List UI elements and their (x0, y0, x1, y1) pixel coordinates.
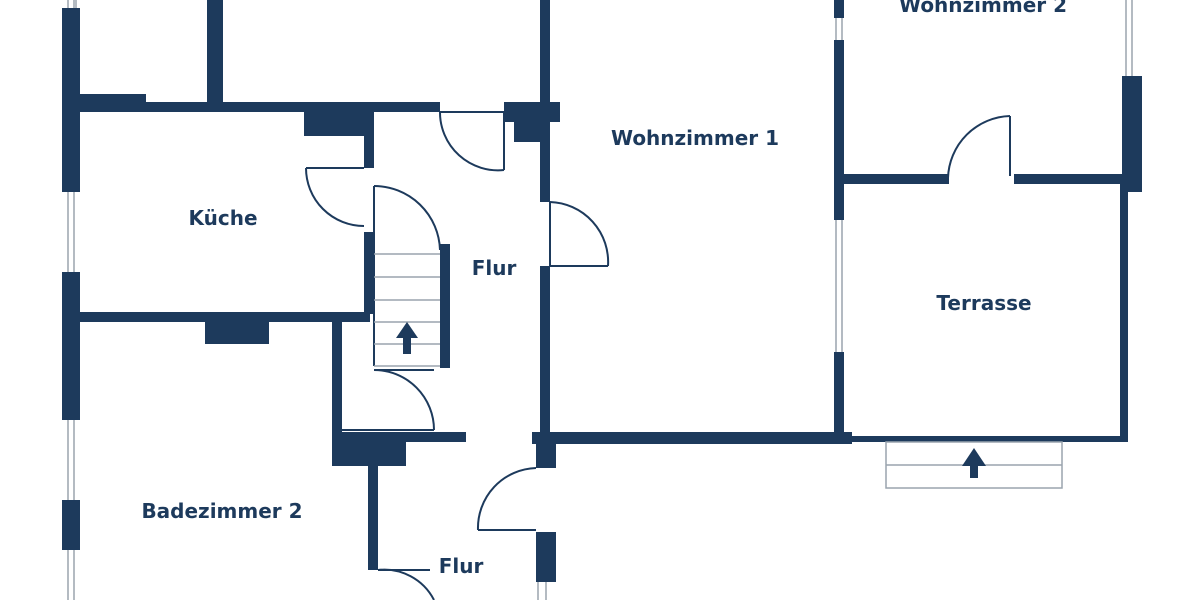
interior-walls (80, 0, 1142, 582)
west-window (67, 0, 75, 600)
staircase (373, 185, 441, 367)
door-wohnzimmer1 (549, 201, 610, 267)
room-label-badezimmer2: Badezimmer 2 (141, 499, 302, 523)
door-kitchen (305, 167, 365, 227)
terrace-steps (885, 441, 1063, 489)
room-label-terrasse: Terrasse (936, 291, 1031, 315)
door-badezimmer (377, 568, 435, 600)
door-stair-closet (342, 369, 435, 431)
room-label-flur-bottom: Flur (439, 554, 484, 578)
room-label-wohnzimmer1: Wohnzimmer 1 (611, 126, 779, 150)
terrace-step-up-arrow-icon (962, 448, 986, 478)
room-label-kueche: Küche (188, 206, 257, 230)
door-hall-top (438, 111, 505, 172)
room-label-wohnzimmer2: Wohnzimmer 2 (899, 0, 1067, 17)
door-hall-bottom (476, 467, 537, 531)
interior-windows (75, 0, 1133, 600)
stair-up-arrow-icon (396, 322, 418, 354)
door-wohnzimmer2 (947, 115, 1011, 184)
room-label-flur-top: Flur (472, 256, 517, 280)
west-exterior-wall (62, 8, 80, 550)
